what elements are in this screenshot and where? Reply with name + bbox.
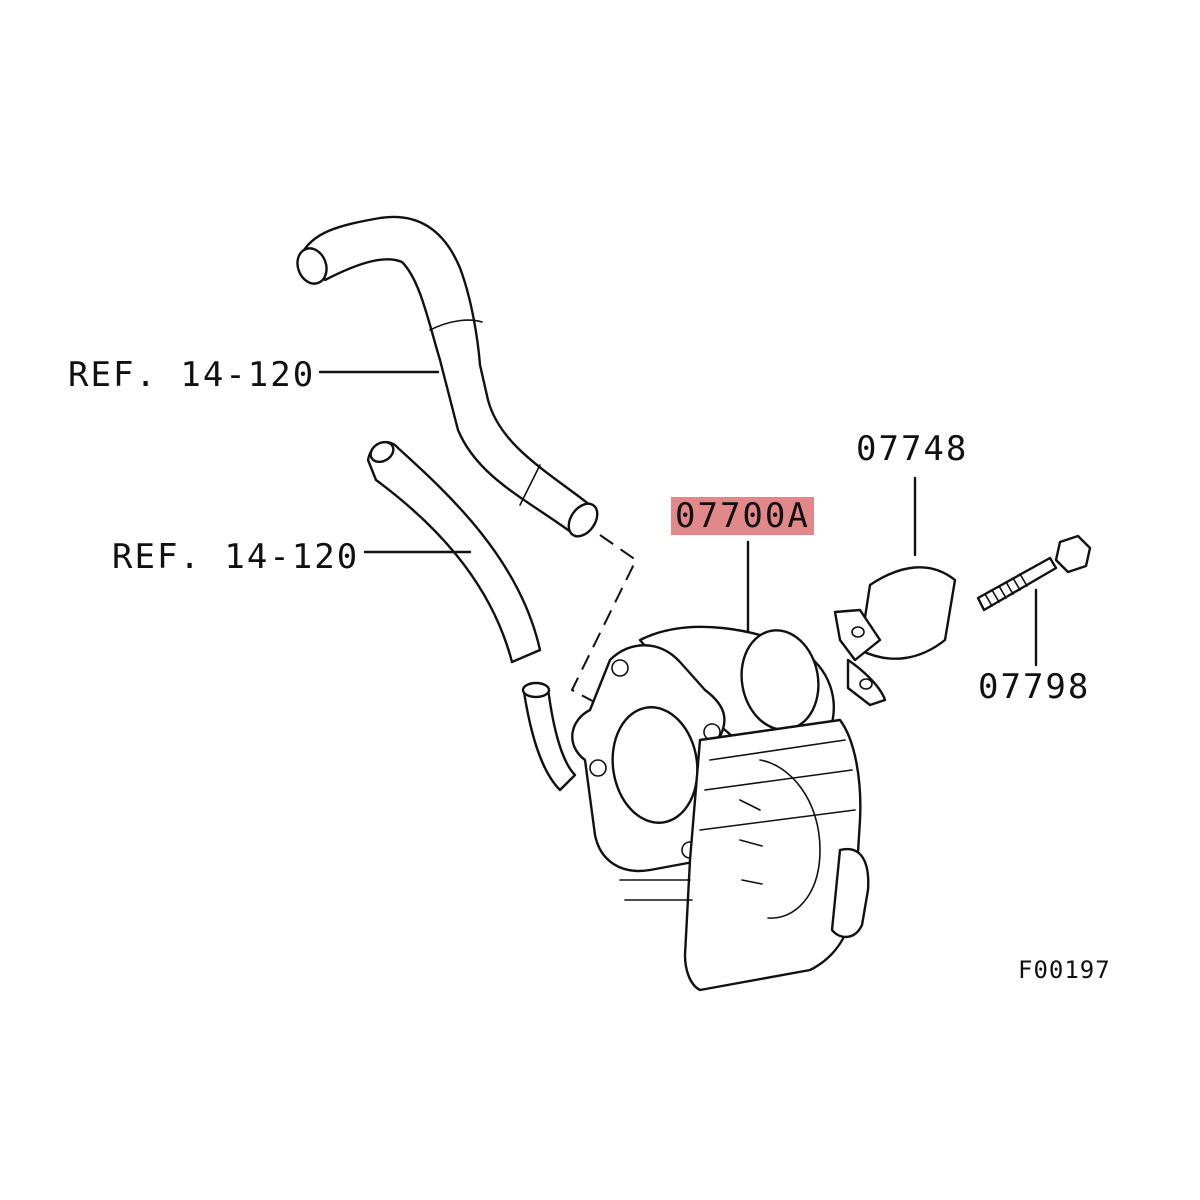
callout-lower-hose-ref: REF. 14-120: [112, 537, 360, 577]
callout-throttle-body: 07700A: [671, 497, 814, 535]
throttle-body: [521, 625, 870, 992]
callout-bolt: 07798: [978, 667, 1091, 707]
connection-dashed-line: [570, 534, 638, 706]
bolt-part: [976, 534, 1092, 612]
figure-id: F00197: [1018, 956, 1111, 984]
upper-hose: [296, 215, 599, 538]
bracket-part: [833, 566, 957, 707]
callout-bracket: 07748: [856, 429, 969, 469]
callout-upper-hose-ref: REF. 14-120: [68, 355, 316, 395]
leader-lines: [318, 370, 1038, 667]
